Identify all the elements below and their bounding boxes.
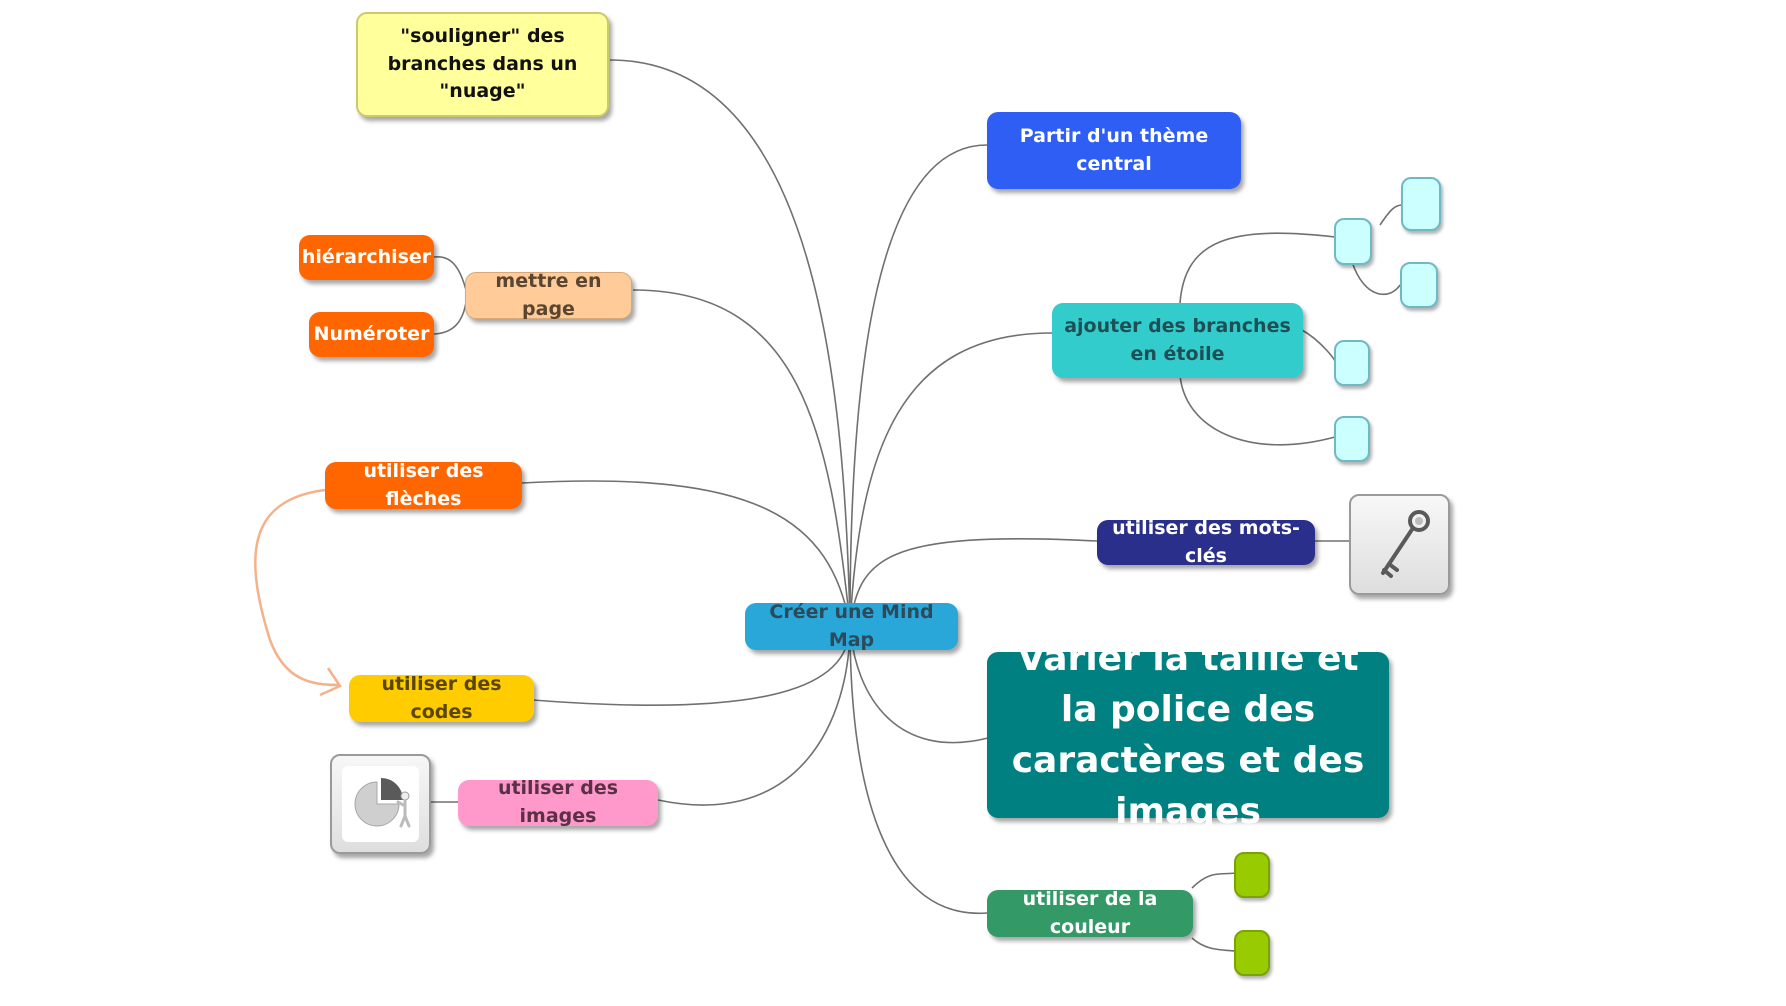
keywords-label: utiliser des mots-clés <box>1112 516 1300 567</box>
star-sub-node-3[interactable] <box>1334 416 1370 462</box>
pie-chart-figure-icon <box>342 766 419 842</box>
link-star-sub-2 <box>1351 261 1401 296</box>
key-picture <box>1349 494 1450 595</box>
link-star-1 <box>1179 232 1336 304</box>
link-colour-1 <box>1191 872 1237 889</box>
size-node[interactable]: Varier la taille et la police des caract… <box>987 638 1389 832</box>
images-node[interactable]: utiliser des images <box>458 777 658 827</box>
link-star-3 <box>1179 374 1336 446</box>
colour-sub-node-2[interactable] <box>1234 930 1270 976</box>
arrows-node[interactable]: utiliser des flèches <box>325 460 522 510</box>
layout-node[interactable]: mettre en page <box>465 270 632 320</box>
cloud-node[interactable]: "souligner" des branches dans un "nuage" <box>356 12 609 117</box>
numeroter-node[interactable]: Numéroter <box>309 312 434 357</box>
star-sub-node-1b[interactable] <box>1400 262 1438 308</box>
colour-node[interactable]: utiliser de la couleur <box>987 888 1193 938</box>
link-arrows <box>521 480 851 626</box>
star-label: ajouter des branches en étoile <box>1064 314 1291 365</box>
hierarchiser-label: hiérarchiser <box>301 245 432 268</box>
link-size <box>849 624 989 744</box>
images-label: utiliser des images <box>497 777 619 827</box>
curved-arrow <box>254 488 342 697</box>
link-colour <box>849 624 988 914</box>
codes-node[interactable]: utiliser des codes <box>349 673 534 723</box>
arrows-label: utiliser des flèches <box>363 459 484 510</box>
pie-picture <box>330 754 431 854</box>
central-theme-node[interactable]: Partir d'un thème central <box>987 112 1241 189</box>
link-cloud <box>609 59 851 626</box>
keywords-node[interactable]: utiliser des mots-clés <box>1097 517 1315 567</box>
size-label: Varier la taille et la police des caract… <box>1011 637 1365 833</box>
central-node[interactable]: Créer une Mind Map <box>745 601 958 651</box>
link-star-2 <box>1301 329 1337 365</box>
hierarchiser-node[interactable]: hiérarchiser <box>299 235 434 280</box>
link-images <box>657 624 851 806</box>
link-star-sub-1 <box>1379 204 1403 226</box>
link-star <box>849 332 1053 626</box>
link-keywords <box>849 538 1098 626</box>
layout-label: mettre en page <box>495 269 602 320</box>
central-theme-label: Partir d'un thème central <box>1019 124 1209 175</box>
codes-label: utiliser des codes <box>381 672 502 723</box>
link-layout <box>632 289 851 626</box>
colour-sub-node-1[interactable] <box>1234 852 1270 898</box>
star-sub-node-1a[interactable] <box>1401 177 1441 231</box>
link-numeroter <box>433 293 468 335</box>
colour-label: utiliser de la couleur <box>1022 887 1158 938</box>
link-hierarchiser <box>433 256 468 295</box>
star-node[interactable]: ajouter des branches en étoile <box>1052 303 1303 378</box>
star-sub-node-1[interactable] <box>1334 218 1372 265</box>
link-colour-2 <box>1191 937 1237 952</box>
key-icon <box>1381 510 1430 578</box>
numeroter-label: Numéroter <box>313 322 430 345</box>
star-sub-node-2[interactable] <box>1334 340 1370 386</box>
link-central-theme <box>849 144 988 626</box>
central-label: Créer une Mind Map <box>769 600 934 651</box>
cloud-label: "souligner" des branches dans un "nuage" <box>387 25 578 103</box>
